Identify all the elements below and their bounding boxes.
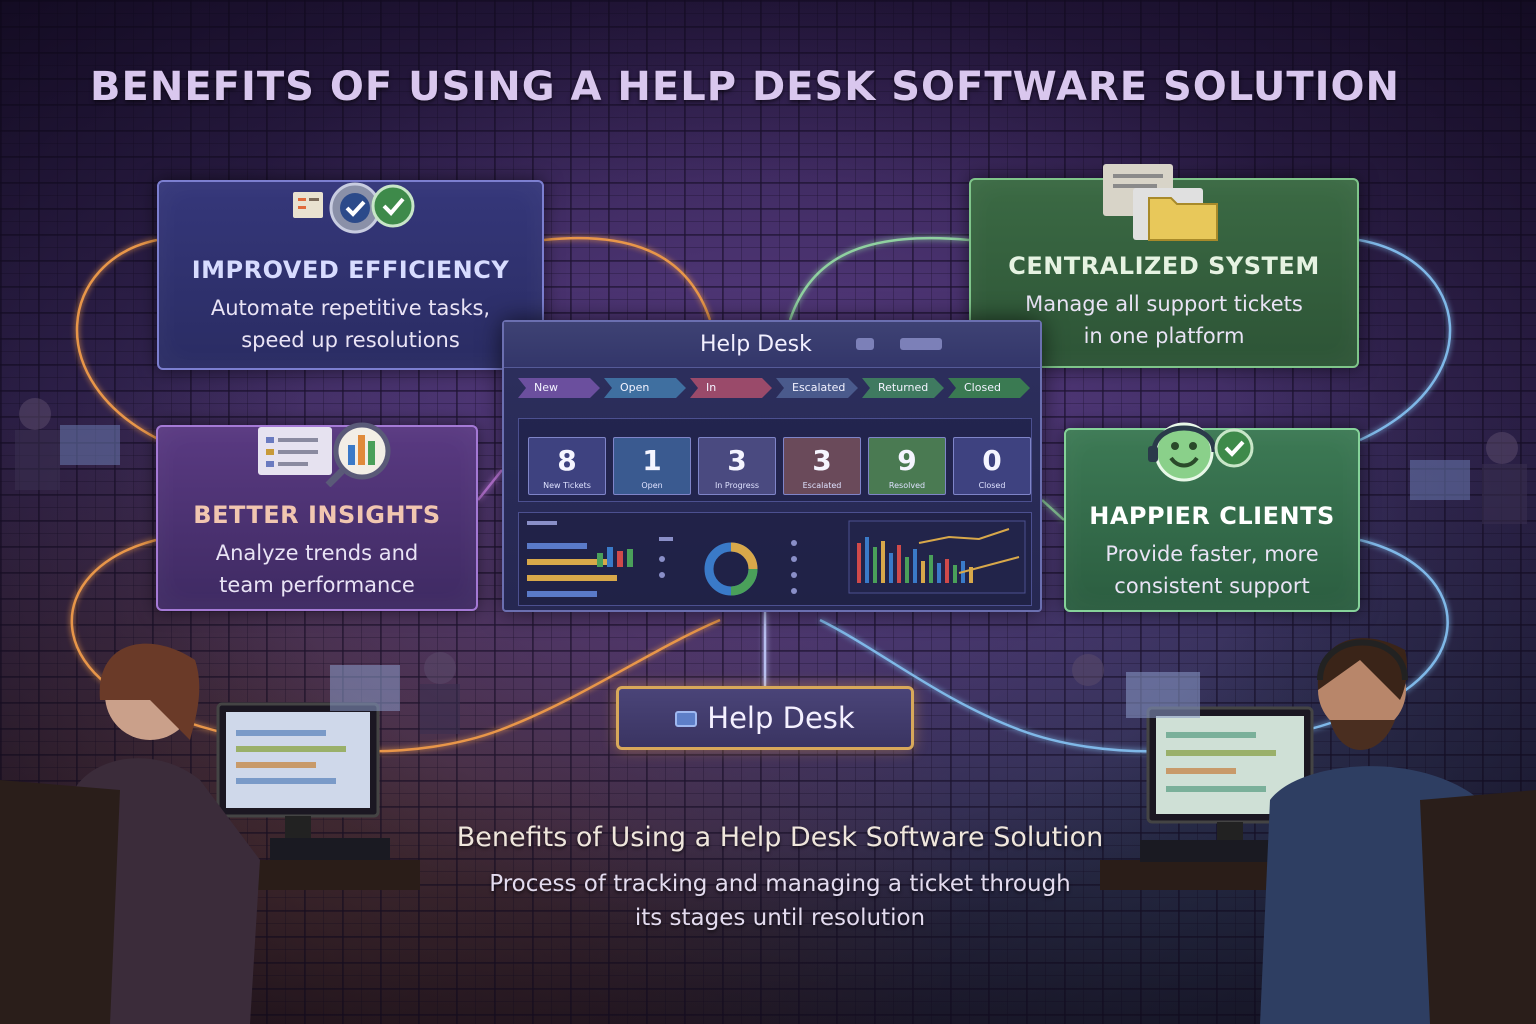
window-control[interactable] — [856, 338, 874, 350]
stat-label: In Progress — [714, 481, 760, 490]
description-line2: its stages until resolution — [634, 905, 926, 931]
magnifier-chart-icon — [258, 422, 391, 487]
folders-icon — [1103, 164, 1218, 241]
card-text-line2: consistent support — [1114, 574, 1310, 598]
stat-label: Escalated — [802, 481, 842, 490]
subtitle: Benefits of Using a Help Desk Software S… — [456, 822, 1104, 853]
help-desk-button-label: Help Desk — [707, 701, 855, 735]
gear-checkmark-icon — [293, 182, 415, 234]
card-text-line1: Manage all support tickets — [1025, 292, 1303, 316]
description-line1: Process of tracking and managing a ticke… — [489, 871, 1071, 897]
card-happier-clients: HAPPIER CLIENTS Provide faster, more con… — [1064, 422, 1360, 612]
window-control[interactable] — [900, 338, 942, 350]
stat-value: 9 — [897, 444, 917, 477]
card-text-line2: team performance — [219, 573, 415, 597]
stat-label: Closed — [978, 481, 1006, 490]
report-widgets — [527, 520, 1026, 597]
stat-label: Open — [641, 481, 663, 490]
dashboard-title: Help Desk — [700, 332, 812, 357]
help-desk-button[interactable]: Help Desk — [616, 686, 914, 750]
stat-value: 0 — [982, 444, 1002, 477]
stat-label: New Tickets — [543, 481, 591, 490]
stage-tab[interactable]: Open — [604, 378, 686, 398]
smiley-headset-icon — [1148, 422, 1254, 482]
stage-tab[interactable]: New — [518, 378, 600, 398]
card-better-insights: BETTER INSIGHTS Analyze trends and team … — [156, 422, 478, 611]
card-improved-efficiency: IMPROVED EFFICIENCY Automate repetitive … — [157, 180, 544, 370]
card-title: IMPROVED EFFICIENCY — [191, 256, 510, 284]
stage-tab[interactable]: In Progress — [690, 378, 772, 398]
left-desk — [0, 643, 420, 1024]
dashboard-reports — [518, 512, 1032, 606]
stat-value: 8 — [557, 444, 577, 477]
card-title: HAPPIER CLIENTS — [1089, 502, 1335, 530]
right-desk — [1100, 638, 1536, 1024]
card-text-line1: Analyze trends and — [215, 541, 419, 565]
description: Process of tracking and managing a ticke… — [380, 867, 1180, 935]
dashboard-header: Help Desk — [504, 322, 1040, 368]
page-title: BENEFITS OF USING A HELP DESK SOFTWARE S… — [90, 64, 1400, 110]
card-title: CENTRALIZED SYSTEM — [1008, 252, 1320, 280]
card-text-line1: Provide faster, more — [1105, 542, 1319, 566]
stat-label: Resolved — [888, 481, 926, 490]
stage-tab[interactable]: Returned — [862, 378, 944, 398]
briefcase-icon — [675, 711, 698, 727]
card-text-line2: speed up resolutions — [241, 328, 460, 352]
stat-value: 3 — [727, 444, 747, 477]
stage-tab[interactable]: Closed — [948, 378, 1030, 398]
stage-tab[interactable]: Escalated — [776, 378, 858, 398]
card-text-line2: in one platform — [1083, 324, 1245, 348]
stat-value: 1 — [642, 444, 662, 477]
card-text-line1: Automate repetitive tasks, — [210, 296, 491, 320]
stat-value: 3 — [812, 444, 832, 477]
stat-card[interactable]: 3 In Progress — [697, 419, 777, 503]
card-title: BETTER INSIGHTS — [193, 501, 441, 529]
background-workers — [15, 398, 1527, 734]
